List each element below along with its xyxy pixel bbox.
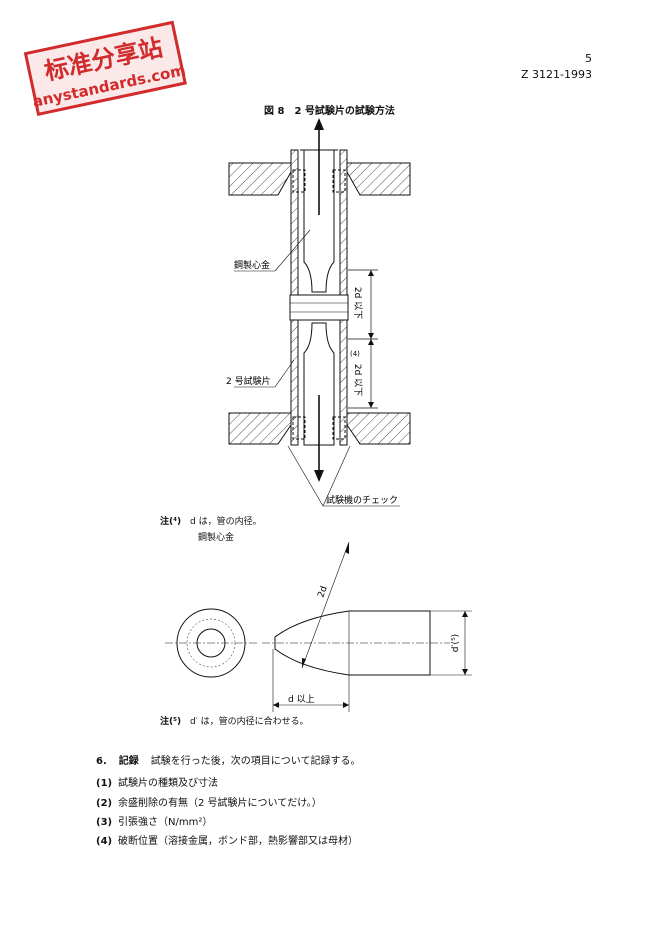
mandrel-lower [303,322,335,446]
figure1-note: 注(⁴) d は，管の内径。 [160,514,262,527]
list-item: (1) 試験片の種類及び寸法 [96,774,218,789]
figure-title: 図 8 2 号試験片の試験方法 [264,106,395,117]
list-item-number: (3) [96,817,113,828]
watermark-stamp: 标准分享站 anystandards.com [23,20,187,117]
list-item-number: (4) [96,836,113,847]
dim-lower-label: 2d 以下 [352,364,362,396]
figure2-caption: 鋼製心金 [198,533,235,543]
list-item: (2) 余盛削除の有無（2 号試験片についてだけ。） [96,794,322,809]
document-code: Z 3121-1993 [521,68,592,81]
leader-lines [234,229,400,507]
page-number: 5 [585,52,592,65]
figure2-note-label: 注(⁵) [160,717,182,727]
mandrel-label: 鋼製心金 [234,259,270,271]
list-item-text: 余盛削除の有無（2 号試験片についてだけ。） [118,798,322,809]
mandrel-side-view [262,610,450,676]
list-item: (4) 破断位置（溶接金属，ボンド部，熱影響部又は母材） [96,832,358,847]
figure2-note: 注(⁵) d′ は，管の内径に合わせる。 [160,714,309,727]
length-label: d 以上 [288,694,315,705]
dimension-lines [348,269,378,409]
diameter-label: d′(⁵) [451,634,461,652]
figure1-note-text: d は，管の内径。 [190,517,262,527]
list-item-number: (1) [96,778,113,789]
section-6-heading: 6. 記録試験を行った後，次の項目について記録する。 [96,752,360,767]
figure2-drawing: 2d d 以上 d′(⁵) [165,541,472,712]
list-item-text: 破断位置（溶接金属，ボンド部，熱影響部又は母材） [118,836,358,847]
figure1-drawing: 2d 以下 2d 以下 (4) 鋼製心金 2 号試験片 試験機のチェック [226,118,411,507]
figure2-note-text: d′ は，管の内径に合わせる。 [190,717,309,727]
footnote-mark: (4) [350,350,360,358]
list-item-text: 引張強さ（N/mm²） [118,817,213,828]
specimen-tube [289,149,349,446]
diag-dimension [301,541,350,669]
diag-label: 2d [316,585,329,599]
list-item: (3) 引張強さ（N/mm²） [96,813,212,828]
upper-grip [228,162,411,196]
list-item-text: 試験片の種類及び寸法 [118,778,218,789]
length-dimension [272,649,350,712]
specimen-label: 2 号試験片 [226,375,271,387]
section-number: 6. [96,756,107,767]
mandrel-end-view [165,608,257,678]
section-title: 記録 [118,756,139,767]
tension-arrows [314,118,324,482]
diameter-dimension [430,610,472,676]
list-item-number: (2) [96,798,113,809]
figure1-note-label: 注(⁴) [160,517,182,527]
dim-upper-label: 2d 以下 [352,287,362,319]
chuck-label: 試験機のチェック [326,494,398,506]
stamp-border [23,20,187,117]
section-intro: 試験を行った後，次の項目について記録する。 [150,756,361,767]
lower-grip [228,412,411,445]
